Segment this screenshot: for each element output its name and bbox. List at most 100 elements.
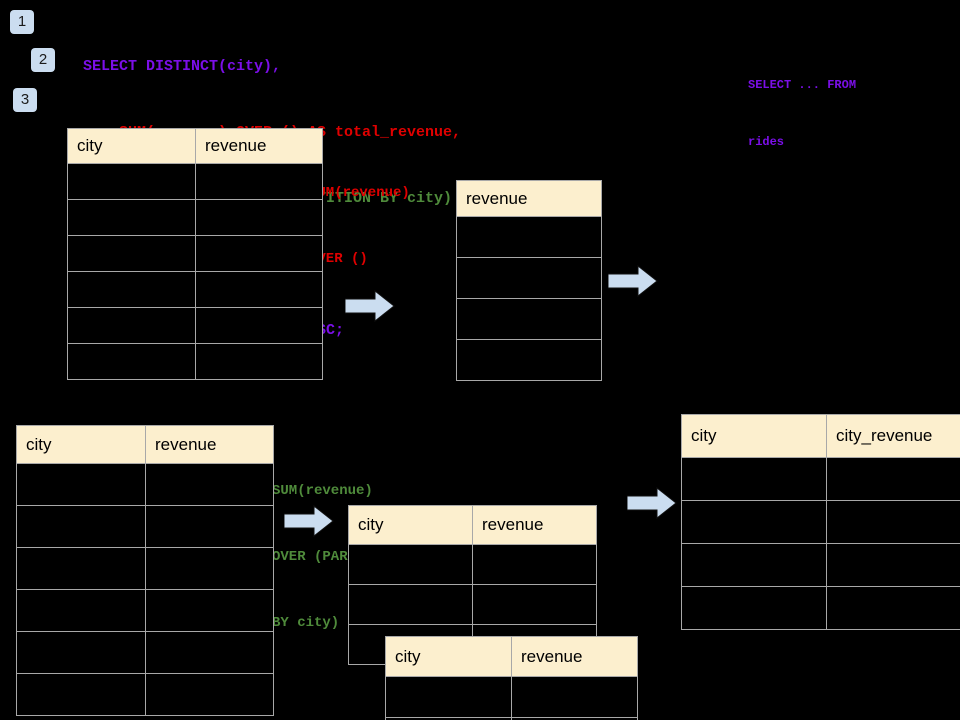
annotation-total-revenue-line-1: SUM(revenue) bbox=[309, 185, 410, 201]
table-header-row: city revenue bbox=[348, 505, 597, 545]
table-header-row: revenue bbox=[456, 180, 602, 217]
table-row bbox=[16, 463, 274, 506]
partition-group-table-b: city revenue bbox=[385, 636, 638, 720]
table-cell-city-revenue bbox=[826, 586, 960, 630]
table-body bbox=[456, 216, 602, 381]
table-row bbox=[456, 257, 602, 299]
table-header-row: city revenue bbox=[385, 636, 638, 677]
table-header-row: city city_revenue bbox=[681, 414, 960, 458]
table-row bbox=[67, 163, 323, 200]
side-note-line-1: SELECT ... FROM bbox=[748, 78, 857, 92]
step-badge-2: 2 bbox=[31, 48, 55, 72]
table-cell-city bbox=[348, 584, 473, 625]
table-cell-revenue bbox=[472, 584, 597, 625]
table-cell-revenue bbox=[145, 505, 274, 548]
column-header-city: city bbox=[385, 636, 512, 677]
table-row bbox=[67, 307, 323, 344]
table-row bbox=[348, 584, 597, 625]
rides-source-table-top: city revenue bbox=[67, 128, 323, 380]
step-badge-1: 1 bbox=[10, 10, 34, 34]
table-cell-city bbox=[16, 547, 146, 590]
column-header-revenue: revenue bbox=[145, 425, 274, 464]
table-cell-city bbox=[67, 271, 196, 308]
column-header-revenue: revenue bbox=[472, 505, 597, 545]
table-body bbox=[16, 463, 274, 716]
table-cell-revenue bbox=[456, 298, 602, 340]
table-cell-city bbox=[16, 631, 146, 674]
table-row bbox=[456, 216, 602, 258]
column-header-city: city bbox=[16, 425, 146, 464]
table-row bbox=[67, 271, 323, 308]
table-cell-city bbox=[681, 500, 827, 544]
table-header-row: city revenue bbox=[16, 425, 274, 464]
annotation-city-revenue-line-1: SUM(revenue) bbox=[272, 483, 373, 499]
table-row bbox=[681, 543, 960, 587]
table-cell-city bbox=[16, 589, 146, 632]
table-cell-revenue bbox=[145, 589, 274, 632]
column-header-revenue: revenue bbox=[456, 180, 602, 217]
sql-line-select: SELECT DISTINCT(city), bbox=[83, 58, 282, 75]
table-body bbox=[385, 676, 638, 720]
table-cell-revenue bbox=[195, 163, 323, 200]
table-cell-revenue bbox=[145, 631, 274, 674]
table-header-row: city revenue bbox=[67, 128, 323, 164]
table-row bbox=[16, 589, 274, 632]
table-cell-city bbox=[16, 463, 146, 506]
table-cell-revenue bbox=[195, 271, 323, 308]
arrow-source-to-partition bbox=[283, 504, 334, 538]
table-row bbox=[16, 673, 274, 716]
table-row bbox=[681, 457, 960, 501]
table-body bbox=[67, 163, 323, 380]
table-body bbox=[681, 457, 960, 630]
table-row bbox=[16, 505, 274, 548]
table-cell-revenue bbox=[145, 463, 274, 506]
table-cell-revenue bbox=[195, 235, 323, 272]
table-cell-city bbox=[67, 343, 196, 380]
table-cell-city bbox=[681, 543, 827, 587]
column-header-city-revenue: city_revenue bbox=[826, 414, 960, 458]
table-cell-city bbox=[16, 673, 146, 716]
table-cell-revenue bbox=[456, 339, 602, 381]
table-row bbox=[16, 547, 274, 590]
table-cell-city bbox=[681, 586, 827, 630]
table-cell-city-revenue bbox=[826, 457, 960, 501]
table-row bbox=[16, 631, 274, 674]
annotation-total-revenue-line-2: OVER () bbox=[309, 251, 368, 267]
table-cell-city bbox=[348, 544, 473, 585]
column-header-city: city bbox=[681, 414, 827, 458]
column-header-city: city bbox=[67, 128, 196, 164]
table-cell-revenue bbox=[456, 216, 602, 258]
final-result-table: city city_revenue bbox=[681, 414, 960, 630]
table-row bbox=[681, 586, 960, 630]
table-cell-city bbox=[16, 505, 146, 548]
column-header-revenue: revenue bbox=[511, 636, 638, 677]
table-cell-revenue bbox=[195, 307, 323, 344]
table-row bbox=[681, 500, 960, 544]
annotation-total-revenue: SUM(revenue) OVER () bbox=[309, 138, 410, 314]
table-row bbox=[67, 235, 323, 272]
table-cell-city bbox=[67, 235, 196, 272]
step-badge-3: 3 bbox=[13, 88, 37, 112]
table-cell-revenue bbox=[145, 673, 274, 716]
column-header-city: city bbox=[348, 505, 473, 545]
table-row bbox=[385, 717, 638, 720]
table-cell-city bbox=[67, 163, 196, 200]
table-cell-revenue bbox=[511, 676, 638, 718]
arrow-source-to-total bbox=[344, 289, 395, 323]
table-cell-city-revenue bbox=[826, 500, 960, 544]
table-cell-revenue bbox=[145, 547, 274, 590]
table-cell-city bbox=[67, 307, 196, 344]
annotation-city-revenue-line-3: BY city) bbox=[272, 615, 340, 631]
table-cell-city bbox=[385, 676, 512, 718]
table-row bbox=[456, 298, 602, 340]
table-cell-revenue bbox=[511, 717, 638, 720]
table-cell-city-revenue bbox=[826, 543, 960, 587]
total-revenue-table: revenue bbox=[456, 180, 602, 381]
table-cell-revenue bbox=[472, 544, 597, 585]
table-cell-city bbox=[67, 199, 196, 236]
arrow-partition-to-result bbox=[626, 486, 677, 520]
rides-source-table-bottom: city revenue bbox=[16, 425, 274, 716]
arrow-total-to-result bbox=[607, 264, 658, 298]
table-cell-revenue bbox=[195, 343, 323, 380]
